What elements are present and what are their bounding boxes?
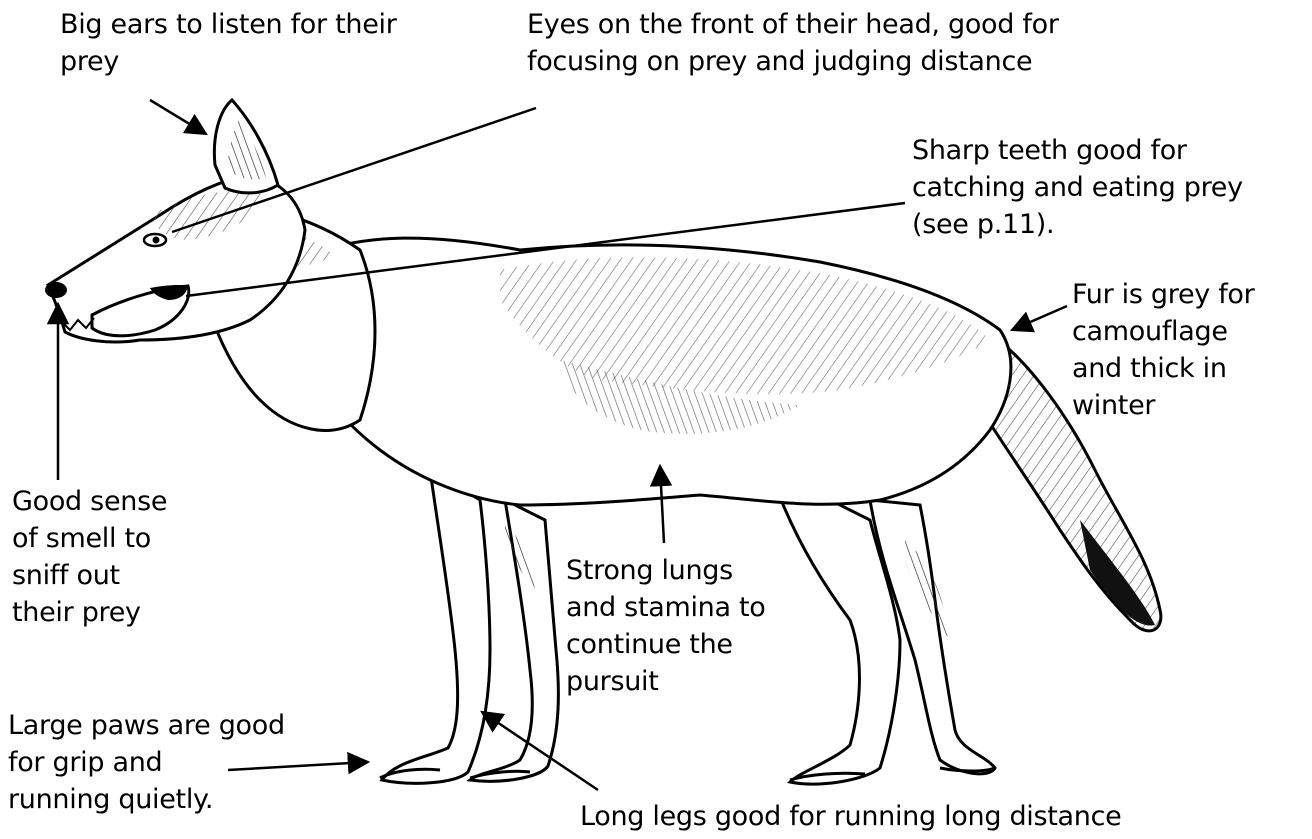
label-eyes: Eyes on the front of their head, good fo… [527, 6, 1059, 80]
label-sharp-teeth: Sharp teeth good for catching and eating… [912, 132, 1243, 243]
ears-pointer [150, 100, 206, 134]
wolf-nose [45, 282, 67, 298]
label-sense-of-smell: Good sense of smell to sniff out their p… [12, 483, 167, 631]
label-large-paws: Large paws are good for grip and running… [8, 707, 285, 818]
wolf-front-leg-near [382, 470, 490, 783]
label-long-legs: Long legs good for running long distance [580, 798, 1121, 835]
label-strong-lungs: Strong lungs and stamina to continue the… [566, 552, 766, 700]
label-fur: Fur is grey for camouflage and thick in … [1072, 276, 1254, 424]
fur-pointer [1012, 306, 1067, 330]
label-big-ears: Big ears to listen for their prey [60, 6, 397, 80]
